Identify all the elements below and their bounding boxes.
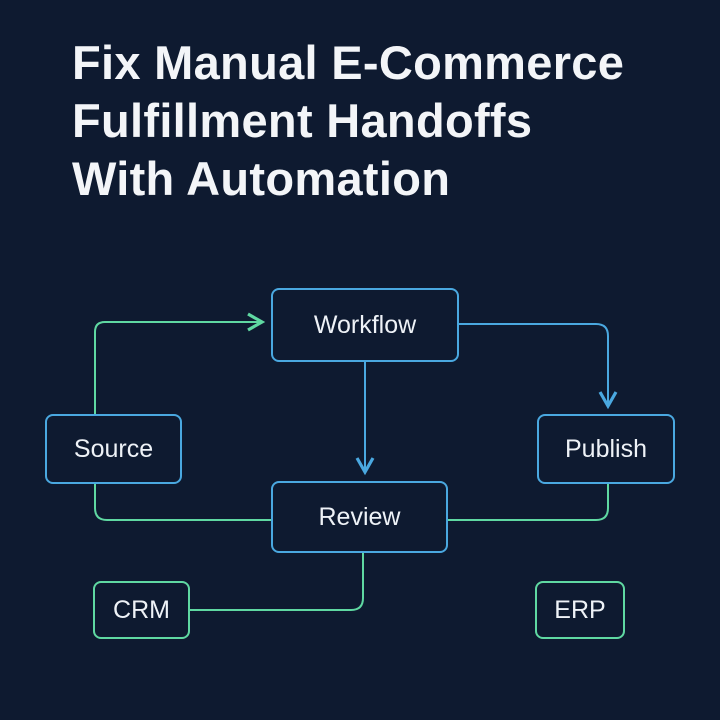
node-erp-label: ERP bbox=[554, 595, 606, 624]
edge-source-to-review bbox=[94, 484, 272, 521]
node-review-label: Review bbox=[318, 502, 401, 531]
node-source: Source bbox=[45, 414, 182, 484]
node-crm: CRM bbox=[93, 581, 190, 639]
node-workflow: Workflow bbox=[271, 288, 459, 362]
node-source-label: Source bbox=[73, 434, 154, 463]
edge-source-to-workflow bbox=[94, 312, 266, 414]
edge-review-to-crm bbox=[190, 553, 364, 611]
node-publish: Publish bbox=[537, 414, 675, 484]
node-crm-label: CRM bbox=[113, 595, 170, 624]
node-review: Review bbox=[271, 481, 448, 553]
node-publish-label: Publish bbox=[565, 434, 647, 463]
title-line-1: Fix Manual E-Commerce bbox=[72, 36, 625, 89]
edge-publish-to-review bbox=[448, 484, 609, 521]
title-line-3: With Automation bbox=[72, 152, 451, 205]
node-erp: ERP bbox=[535, 581, 625, 639]
node-workflow-label: Workflow bbox=[313, 310, 417, 339]
edge-workflow-to-publish bbox=[458, 323, 618, 410]
title-line-2: Fulfillment Handoffs bbox=[72, 94, 533, 147]
page-title: Fix Manual E-Commerce Fulfillment Handof… bbox=[72, 34, 692, 208]
